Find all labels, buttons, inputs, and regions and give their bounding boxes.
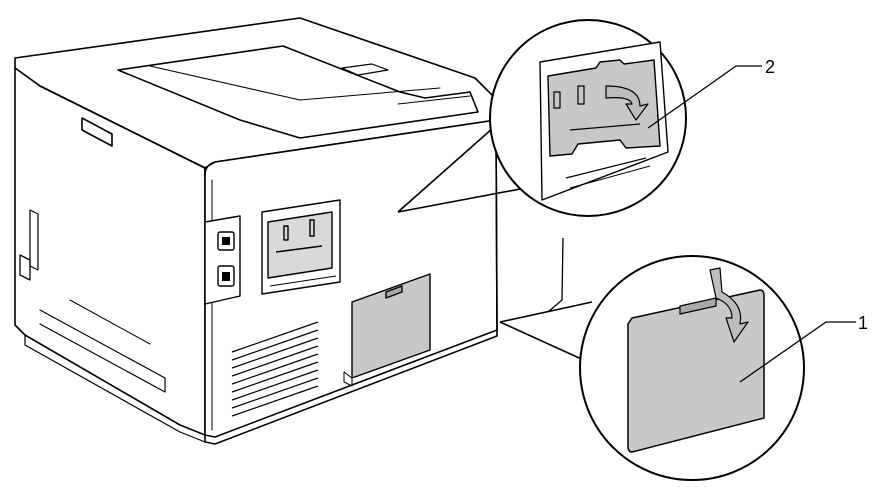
down-arrow-icon (709, 267, 749, 343)
power-connector (19, 254, 31, 281)
usb-port (217, 231, 235, 251)
callout-label-2: 2 (765, 57, 775, 77)
callout-label-1: 1 (858, 313, 868, 333)
ethernet-port (217, 265, 235, 287)
inset-circle-outer-cover: 1 (579, 255, 868, 481)
inset-circle-inner-cover: 2 (489, 19, 775, 217)
side-cover-main-view (343, 273, 431, 387)
pointer-to-inset-top (397, 119, 503, 213)
pointer-to-inset-bottom (499, 301, 593, 323)
leader-line-1 (739, 321, 856, 383)
interface-ports (204, 215, 241, 305)
pointer-to-inset-bottom-b (499, 321, 589, 363)
memory-slot-main-view (261, 199, 341, 295)
output-tray (117, 45, 479, 139)
rear-handle (81, 117, 113, 147)
printer-side-face (204, 119, 498, 438)
pointer-to-inset-top-b (397, 185, 537, 213)
callout-pointers (397, 119, 593, 363)
curved-arrow-icon (605, 85, 649, 121)
printer-body (14, 17, 498, 445)
inner-cover-part (547, 59, 661, 157)
leader-line-2 (647, 65, 762, 129)
vent-grille (231, 321, 319, 417)
